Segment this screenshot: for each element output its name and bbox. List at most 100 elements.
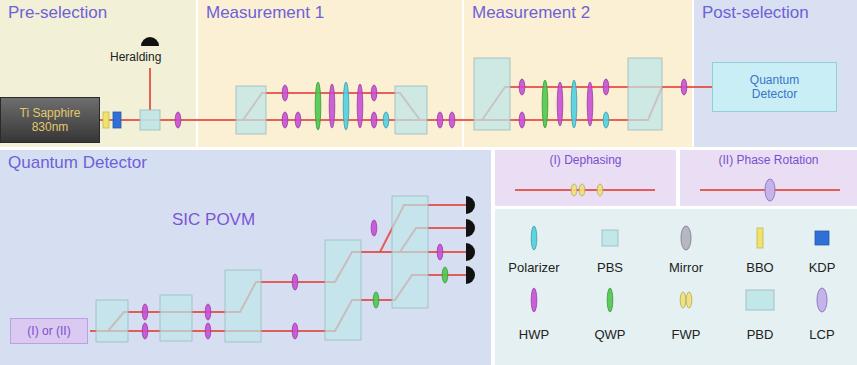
fractional-wave-plate	[579, 184, 585, 196]
pbd-symbol	[746, 290, 774, 310]
detector-box: Quantum Detector	[712, 62, 837, 112]
beam-displacer	[236, 86, 266, 134]
half-wave-plate	[681, 79, 687, 95]
fwp-symbol	[686, 292, 692, 308]
single-photon-detector	[466, 196, 475, 214]
half-wave-plate	[282, 85, 288, 101]
bbo-symbol	[757, 228, 763, 248]
beam-displacer	[392, 196, 428, 308]
legend-label: KDP	[809, 260, 836, 275]
legend-entry: BBO	[725, 258, 795, 276]
hwp-symbol	[531, 288, 537, 312]
half-wave-plate	[449, 112, 455, 128]
half-wave-plate	[437, 112, 443, 128]
stage-band: Measurement 2	[464, 0, 692, 147]
beam-displacer	[474, 58, 510, 130]
legend-entry: PBS	[575, 258, 645, 276]
qwp-symbol	[607, 288, 613, 312]
panel-heading: Quantum Detector	[0, 150, 491, 176]
half-wave-plate	[282, 112, 288, 128]
pbs-symbol	[602, 230, 618, 246]
label-holder: SIC POVM	[172, 210, 255, 230]
option-panel: (I) Dephasing	[495, 150, 676, 206]
herald-path	[149, 68, 151, 110]
half-wave-plate	[557, 82, 563, 126]
input-box: (I) or (II)	[10, 318, 88, 344]
legend-label: BBO	[746, 260, 773, 275]
stage-band: Measurement 1	[198, 0, 462, 147]
mirror-symbol	[681, 226, 691, 250]
single-photon-detector	[466, 243, 475, 261]
single-photon-detector	[466, 266, 475, 284]
section-label: SIC POVM	[172, 210, 255, 230]
box-label: (I) or (II)	[27, 324, 70, 338]
half-wave-plate	[295, 112, 301, 128]
legend-entry: QWP	[575, 325, 645, 343]
half-wave-plate	[587, 82, 593, 126]
panel-heading: (II) Phase Rotation	[680, 150, 857, 170]
legend-entry: PBD	[725, 325, 795, 343]
quarter-wave-plate	[542, 80, 548, 128]
legend-label: FWP	[672, 327, 701, 342]
half-wave-plate	[603, 79, 609, 95]
beam-displacer	[160, 295, 192, 341]
legend-entry: Mirror	[651, 258, 721, 276]
single-photon-detector	[141, 37, 159, 46]
option-panel: (II) Phase Rotation	[680, 150, 857, 206]
panel-ground	[495, 150, 676, 206]
panel-heading: (I) Dephasing	[495, 150, 676, 170]
legend-entry: HWP	[499, 325, 569, 343]
half-wave-plate	[519, 79, 525, 95]
half-wave-plate	[371, 85, 377, 101]
box-label: Ti Sapphire 830nm	[13, 106, 88, 135]
polarizer	[571, 80, 577, 128]
fractional-wave-plate	[597, 184, 603, 196]
panel-heading: Pre-selection	[0, 0, 196, 26]
half-wave-plate	[205, 323, 211, 339]
legend-label: HWP	[519, 327, 549, 342]
beam-displacer	[96, 300, 128, 342]
quarter-wave-plate	[315, 82, 321, 130]
half-wave-plate	[357, 84, 363, 128]
legend-entry: KDP	[787, 258, 857, 276]
half-wave-plate	[371, 220, 377, 236]
legend-panel	[495, 209, 857, 365]
legend-entry: FWP	[651, 325, 721, 343]
polarizer	[603, 112, 609, 128]
panel-ground	[694, 0, 857, 147]
pbs-cube	[140, 110, 160, 130]
polarizer-symbol	[531, 226, 537, 250]
half-wave-plate	[175, 112, 181, 128]
legend-label: Mirror	[669, 260, 703, 275]
beam-displacer	[628, 58, 662, 130]
panel-ground	[0, 0, 196, 147]
lcp-symbol	[817, 288, 827, 312]
panel-heading: Measurement 1	[198, 0, 462, 26]
box-label: Quantum Detector	[740, 73, 810, 102]
kdp-symbol	[815, 231, 829, 245]
label-holder: Heralding	[110, 50, 161, 64]
half-wave-plate	[292, 274, 298, 290]
half-wave-plate	[205, 304, 211, 320]
legend-label: Polarizer	[508, 260, 559, 275]
detector-panel: Quantum Detector (I) or (II)	[0, 150, 491, 365]
half-wave-plate	[142, 323, 148, 339]
panel-heading: Post-selection	[694, 0, 857, 26]
half-wave-plate	[329, 84, 335, 128]
legend-label: LCP	[809, 327, 834, 342]
fwp-symbol	[680, 292, 686, 308]
liquid-crystal-plate	[765, 179, 775, 201]
panel-ground	[198, 0, 462, 147]
half-wave-plate	[371, 112, 377, 128]
stage-band: Post-selectionQuantum Detector	[694, 0, 857, 147]
legend-entry: Polarizer	[499, 258, 569, 276]
panel-ground	[464, 0, 692, 147]
legend-label: QWP	[594, 327, 625, 342]
half-wave-plate	[292, 323, 298, 339]
half-wave-plate	[142, 304, 148, 320]
legend-entry: LCP	[787, 325, 857, 343]
single-photon-detector	[466, 219, 475, 237]
beam-displacer	[395, 86, 427, 134]
